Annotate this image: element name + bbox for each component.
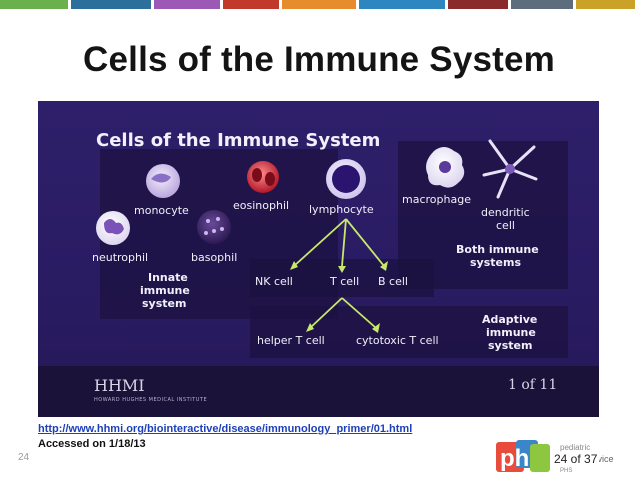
lymphocyte-arrows: [293, 218, 385, 329]
logo-letters: ph: [500, 445, 529, 472]
slide-number: 24: [18, 452, 30, 463]
basophil-label: basophil: [191, 251, 237, 264]
slide-title: Cells of the Immune System: [83, 40, 555, 79]
arrow-heads: [290, 261, 388, 333]
logo-text-line1: pediatric: [560, 443, 590, 452]
strip-segment: [576, 0, 635, 9]
strip-segment: [223, 0, 279, 9]
figure-pager: 1 of 11: [508, 377, 557, 393]
figure-footer: [38, 366, 599, 417]
eosinophil-icon: [247, 161, 279, 193]
source-accessed-date: Accessed on 1/18/13: [38, 438, 146, 450]
figure-title: Cells of the Immune System: [96, 130, 380, 151]
top-color-strip: [0, 0, 638, 9]
macrophage-icon: [426, 147, 465, 188]
dendritic-cell-icon: [482, 139, 538, 199]
neutrophil-label: neutrophil: [92, 251, 148, 264]
innate-label: Innate immune system: [140, 271, 194, 310]
figure-canvas: Cells of the Immune System monocyte eosi…: [38, 130, 599, 417]
source-link[interactable]: http://www.hhmi.org/biointeractive/disea…: [38, 423, 413, 435]
cytotoxic-t-cell-label: cytotoxic T cell: [356, 334, 439, 347]
b-cell-label: B cell: [378, 275, 408, 288]
logo-block-green: [530, 444, 550, 472]
page-count: 24 of 37: [552, 452, 600, 466]
strip-segment: [154, 0, 220, 9]
hhmi-brand-sub: HOWARD HUGHES MEDICAL INSTITUTE: [94, 397, 207, 403]
monocyte-icon: [146, 164, 180, 198]
macrophage-label: macrophage: [402, 193, 471, 206]
helper-t-cell-label: helper T cell: [257, 334, 325, 347]
adaptive-label: Adaptive immune system: [482, 313, 541, 352]
neutrophil-icon: [96, 211, 130, 245]
basophil-icon: [197, 210, 231, 244]
strip-segment: [359, 0, 445, 9]
strip-segment: [511, 0, 573, 9]
strip-segment: [0, 0, 68, 9]
strip-segment: [282, 0, 356, 9]
adaptive-box: [250, 306, 568, 358]
eosinophil-label: eosinophil: [233, 199, 289, 212]
t-cell-label: T cell: [329, 275, 359, 288]
strip-segment: [448, 0, 508, 9]
logo-text-line3: PHS: [560, 468, 572, 474]
strip-segment: [71, 0, 151, 9]
both-label: Both immune systems: [456, 243, 543, 269]
dendritic-label-2: cell: [496, 219, 515, 232]
lymphocyte-icon: [326, 159, 366, 199]
dendritic-label-1: dendritic: [481, 206, 530, 219]
monocyte-label: monocyte: [134, 204, 189, 217]
nk-cell-label: NK cell: [255, 275, 293, 288]
hhmi-figure-image: Cells of the Immune System monocyte eosi…: [38, 101, 599, 417]
hhmi-brand: HHMI: [94, 376, 145, 395]
lymphocyte-label: lymphocyte: [309, 203, 374, 216]
